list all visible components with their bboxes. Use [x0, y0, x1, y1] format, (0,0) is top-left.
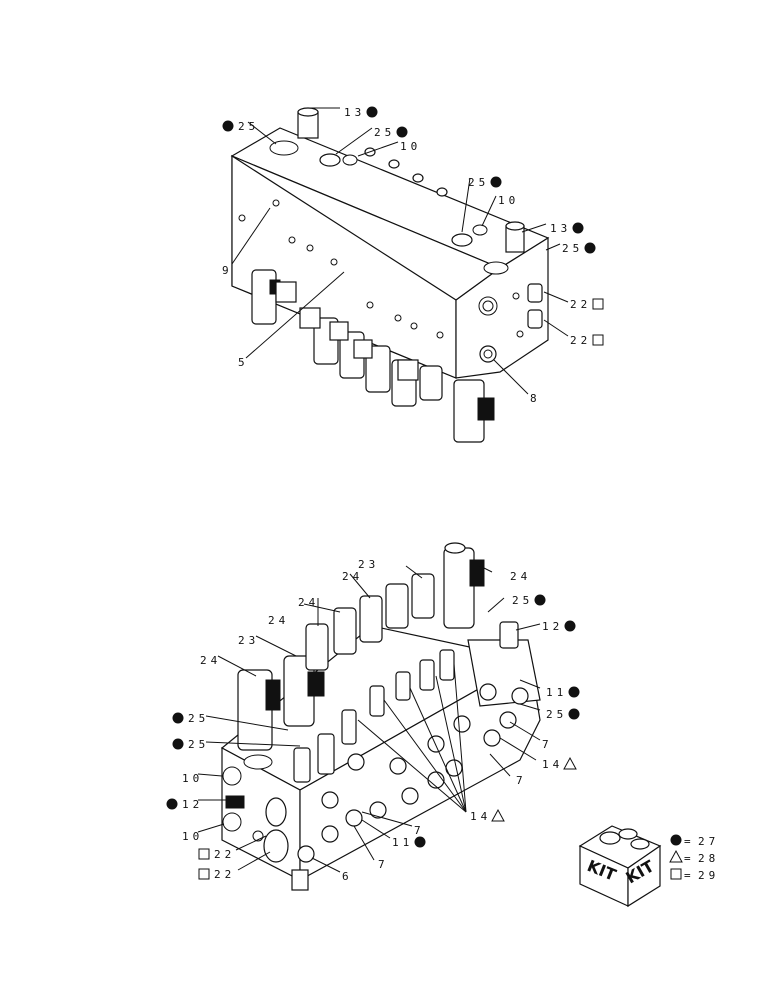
legend-open-triangle-symbol: [669, 849, 683, 863]
legend-filled-circle-symbol: [670, 834, 682, 846]
callout-number: 10: [182, 772, 203, 785]
filled-circle-symbol: [172, 738, 184, 750]
callout-number: 9: [222, 264, 233, 277]
callout-number: 10: [182, 830, 203, 843]
legend-kit-number: 27: [698, 835, 719, 848]
callout-number: 13: [344, 106, 365, 119]
open-square-symbol: [198, 848, 210, 860]
callout-number: 7: [414, 824, 425, 837]
filled-circle-symbol: [564, 620, 576, 632]
callout-number: 22: [214, 868, 235, 881]
kit-box-illustration: [578, 825, 662, 908]
bottom-solenoid-row: [237, 542, 485, 751]
callout-number: 24: [268, 614, 289, 627]
callout-number: 7: [542, 738, 553, 751]
filled-circle-symbol: [568, 708, 580, 720]
filled-circle-symbol: [534, 594, 546, 606]
callout-number: 22: [570, 334, 591, 347]
callout-number: 23: [238, 634, 259, 647]
callout-number: 25: [374, 126, 395, 139]
filled-circle-symbol: [366, 106, 378, 118]
legend-kit-number: 28: [698, 852, 719, 865]
callout-number: 25: [562, 242, 583, 255]
filled-circle-symbol: [572, 222, 584, 234]
bottom-cartridges: [293, 621, 519, 783]
filled-circle-symbol: [172, 712, 184, 724]
legend-kit-number: 29: [698, 869, 719, 882]
bottom-valve-assembly: [220, 542, 541, 891]
callout-number: 7: [378, 858, 389, 871]
legend-equals-sign: =: [684, 835, 695, 848]
open-square-symbol: [592, 298, 604, 310]
filled-circle-symbol: [568, 686, 580, 698]
callout-number: 25: [468, 176, 489, 189]
callout-number: 6: [342, 870, 353, 883]
filled-circle-symbol: [396, 126, 408, 138]
filled-circle-symbol: [584, 242, 596, 254]
callout-number: 5: [238, 356, 249, 369]
callout-number: 22: [214, 848, 235, 861]
top-solenoid-row: [251, 269, 495, 443]
legend-equals-sign: =: [684, 852, 695, 865]
callout-number: 25: [188, 738, 209, 751]
callout-number: 8: [530, 392, 541, 405]
top-valve-assembly: [230, 107, 550, 443]
callout-number: 22: [570, 298, 591, 311]
callout-number: 12: [542, 620, 563, 633]
filled-circle-symbol: [166, 798, 178, 810]
callout-number: 25: [512, 594, 533, 607]
callout-number: 13: [550, 222, 571, 235]
open-triangle-symbol: [563, 756, 577, 770]
callout-number: 24: [510, 570, 531, 583]
callout-number: 14: [542, 758, 563, 771]
bottom-front-fittings: [297, 683, 529, 863]
filled-circle-symbol: [490, 176, 502, 188]
callout-number: 25: [238, 120, 259, 133]
callout-number: 14: [470, 810, 491, 823]
callout-number: 12: [182, 798, 203, 811]
callout-number: 10: [498, 194, 519, 207]
filled-circle-symbol: [414, 836, 426, 848]
open-triangle-symbol: [491, 808, 505, 822]
callout-number: 25: [188, 712, 209, 725]
callout-number: 25: [546, 708, 567, 721]
open-square-symbol: [592, 334, 604, 346]
callout-number: 11: [392, 836, 413, 849]
callout-number: 23: [358, 558, 379, 571]
callout-number: 7: [516, 774, 527, 787]
callout-number: 24: [342, 570, 363, 583]
leader-lines: [197, 107, 569, 873]
callout-number: 10: [400, 140, 421, 153]
open-square-symbol: [198, 868, 210, 880]
legend-open-square-symbol: [670, 868, 682, 880]
legend-equals-sign: =: [684, 869, 695, 882]
callout-number: 24: [298, 596, 319, 609]
callout-number: 24: [200, 654, 221, 667]
callout-number: 11: [546, 686, 567, 699]
filled-circle-symbol: [222, 120, 234, 132]
